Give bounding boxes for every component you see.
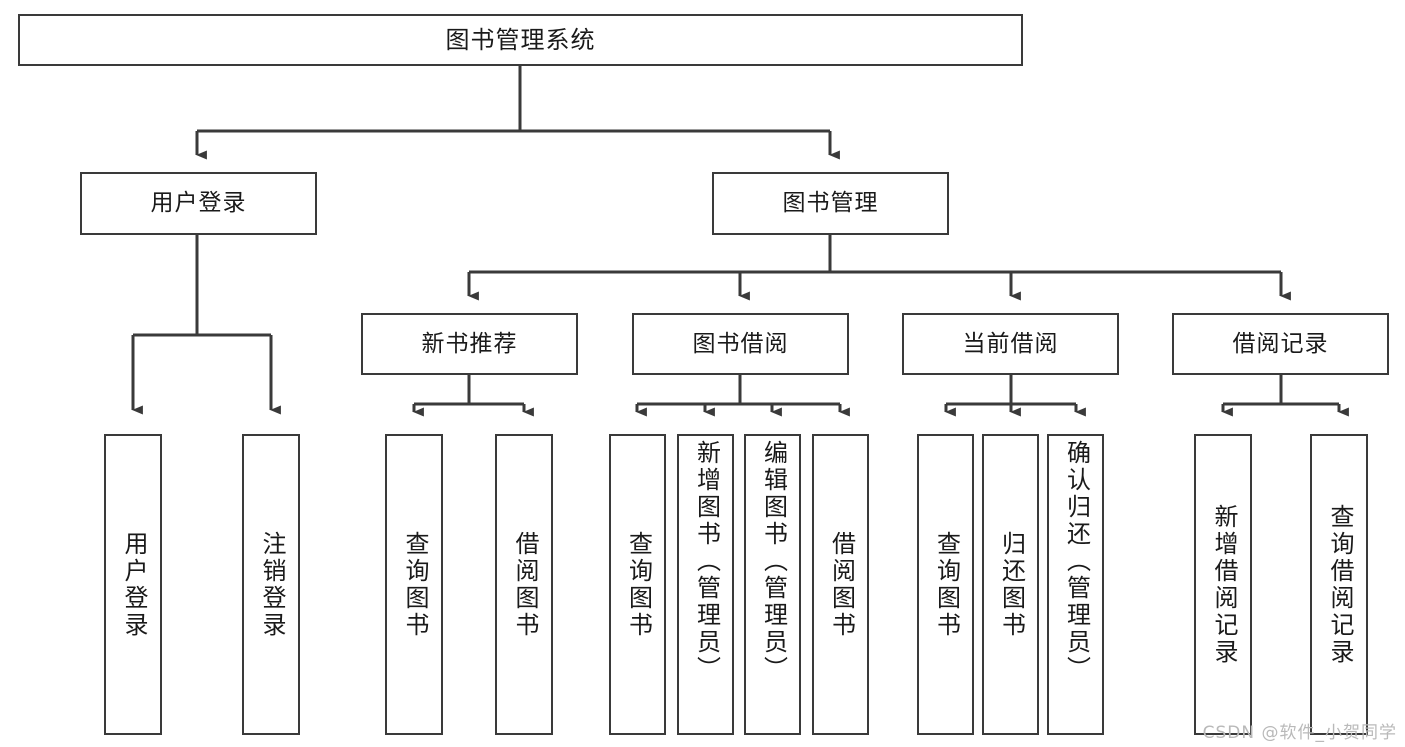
node-label: 查询图书 <box>400 530 429 639</box>
node-label: 借阅图书 <box>827 530 856 639</box>
node-label: 借阅图书 <box>510 530 539 639</box>
node-label: 用户登录 <box>119 530 148 639</box>
node-label: 注销登录 <box>257 530 286 639</box>
node-label: 新增图书（管理员） <box>692 440 721 683</box>
node-label: 图书管理 <box>782 190 879 217</box>
node-current-borrow[interactable]: 当前借阅 <box>902 313 1119 375</box>
leaf-user-login-logout[interactable]: 注销登录 <box>242 434 300 735</box>
node-label: 图书管理系统 <box>445 26 596 54</box>
leaf-user-login-login[interactable]: 用户登录 <box>104 434 162 735</box>
leaf-new-book-query[interactable]: 查询图书 <box>385 434 443 735</box>
node-label: 借阅记录 <box>1232 330 1329 357</box>
leaf-book-borrow-borrow[interactable]: 借阅图书 <box>812 434 869 735</box>
node-user-login[interactable]: 用户登录 <box>80 172 317 235</box>
node-label: 查询图书 <box>932 530 961 639</box>
node-label: 新书推荐 <box>421 330 518 357</box>
node-label: 归还图书 <box>997 530 1026 639</box>
csdn-watermark: CSDN @软件_小贺同学 <box>1202 723 1397 743</box>
node-book-management[interactable]: 图书管理 <box>712 172 949 235</box>
leaf-current-borrow-confirm-return[interactable]: 确认归还（管理员） <box>1047 434 1104 735</box>
node-label: 图书借阅 <box>692 330 789 357</box>
node-label: 查询图书 <box>624 530 653 639</box>
node-label: 查询借阅记录 <box>1325 503 1354 666</box>
leaf-book-borrow-query[interactable]: 查询图书 <box>609 434 666 735</box>
leaf-book-borrow-add[interactable]: 新增图书（管理员） <box>677 434 734 735</box>
leaf-current-borrow-query[interactable]: 查询图书 <box>917 434 974 735</box>
node-label: 编辑图书（管理员） <box>759 440 788 683</box>
node-borrow-record[interactable]: 借阅记录 <box>1172 313 1389 375</box>
leaf-new-book-borrow[interactable]: 借阅图书 <box>495 434 553 735</box>
leaf-borrow-record-add[interactable]: 新增借阅记录 <box>1194 434 1252 735</box>
node-label: 当前借阅 <box>962 330 1059 357</box>
node-new-book-recommend[interactable]: 新书推荐 <box>361 313 578 375</box>
node-book-borrow[interactable]: 图书借阅 <box>632 313 849 375</box>
node-label: 新增借阅记录 <box>1209 503 1238 666</box>
leaf-current-borrow-return[interactable]: 归还图书 <box>982 434 1039 735</box>
node-root-system[interactable]: 图书管理系统 <box>18 14 1023 66</box>
node-label: 确认归还（管理员） <box>1062 440 1091 683</box>
leaf-borrow-record-query[interactable]: 查询借阅记录 <box>1310 434 1368 735</box>
leaf-book-borrow-edit[interactable]: 编辑图书（管理员） <box>744 434 801 735</box>
node-label: 用户登录 <box>150 190 247 217</box>
